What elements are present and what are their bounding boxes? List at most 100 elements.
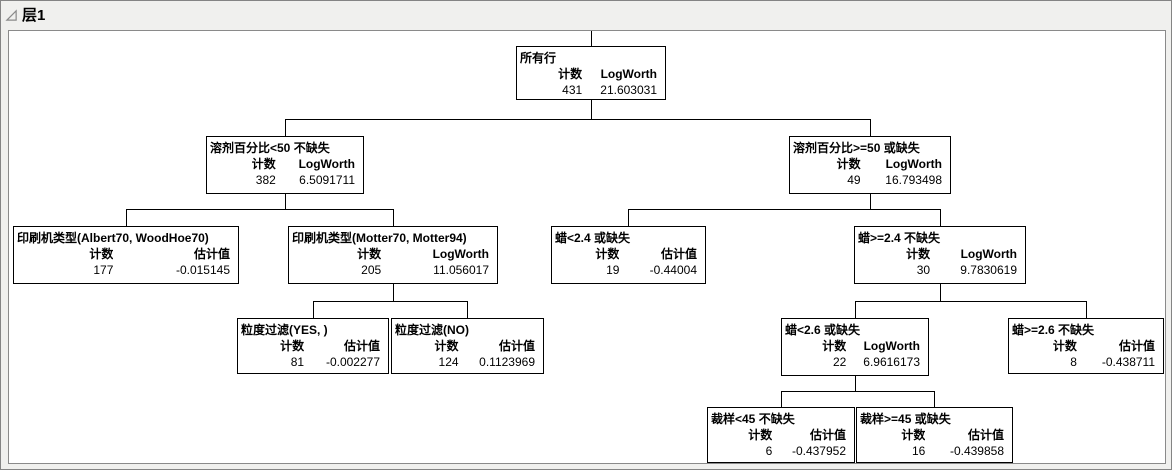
tree-node-grain-yes[interactable]: 粒度过滤(YES, ) 计数 估计值 81 -0.002277 — [237, 318, 389, 374]
count-value: 8 — [1070, 355, 1077, 369]
panel-header: 层1 — [2, 2, 1170, 28]
tree-connector — [393, 209, 394, 226]
tree-node-grain-no[interactable]: 粒度过滤(NO) 计数 估计值 124 0.1123969 — [391, 318, 544, 374]
tree-connector — [628, 209, 941, 210]
tree-node-cut-ge45[interactable]: 裁样>=45 或缺失 计数 估计值 16 -0.439858 — [856, 407, 1013, 463]
count-header: 计数 — [89, 247, 114, 261]
node-header-row: 计数 估计值 — [857, 427, 1012, 443]
node-label: 粒度过滤(NO) — [395, 323, 469, 337]
stat-header: LogWorth — [432, 247, 489, 261]
node-value-row: 8 -0.438711 — [1009, 354, 1163, 370]
count-value: 124 — [438, 355, 459, 369]
count-value: 177 — [93, 263, 114, 277]
count-value: 19 — [606, 263, 620, 277]
tree-connector — [467, 301, 468, 318]
tree-connector — [934, 391, 935, 407]
stat-header: LogWorth — [298, 157, 355, 171]
stat-header: 估计值 — [967, 428, 1004, 442]
node-value-row: 22 6.9616173 — [782, 354, 928, 370]
tree-node-wax-ge24[interactable]: 蜡>=2.4 不缺失 计数 LogWorth 30 9.7830619 — [854, 226, 1026, 284]
tree-node-all-rows[interactable]: 所有行 计数 LogWorth 431 21.603031 — [516, 46, 666, 100]
node-header-row: 计数 估计值 — [552, 246, 705, 262]
tree-connector — [1086, 301, 1087, 318]
tree-connector — [313, 301, 468, 302]
count-header: 计数 — [251, 157, 276, 171]
tree-node-press-albert-woodhoe[interactable]: 印刷机类型(Albert70, WoodHoe70) 计数 估计值 177 -0… — [13, 226, 239, 284]
stat-value: 21.603031 — [600, 83, 657, 97]
tree-node-press-motter[interactable]: 印刷机类型(Motter70, Motter94) 计数 LogWorth 20… — [288, 226, 498, 284]
stat-value: -0.439858 — [949, 444, 1004, 458]
tree-node-solvent-lt50[interactable]: 溶剂百分比<50 不缺失 计数 LogWorth 382 6.5091711 — [206, 136, 364, 194]
node-label: 裁样>=45 或缺失 — [860, 412, 951, 426]
stat-value: 0.1123969 — [479, 355, 535, 369]
node-header-row: 计数 LogWorth — [289, 246, 497, 262]
tree-connector — [313, 301, 314, 318]
tree-connector — [126, 209, 394, 210]
tree-connector — [870, 194, 871, 209]
tree-node-solvent-ge50[interactable]: 溶剂百分比>=50 或缺失 计数 LogWorth 49 16.793498 — [789, 136, 951, 194]
stat-header: LogWorth — [600, 67, 657, 81]
count-header: 计数 — [906, 247, 931, 261]
node-header-row: 计数 LogWorth — [207, 156, 363, 172]
count-value: 81 — [290, 355, 305, 369]
count-header: 计数 — [558, 67, 583, 81]
node-value-row: 382 6.5091711 — [207, 172, 363, 188]
stat-header: 估计值 — [809, 428, 846, 442]
count-header: 计数 — [434, 339, 459, 353]
tree-connector — [285, 194, 286, 209]
node-value-row: 49 16.793498 — [790, 172, 950, 188]
tree-node-wax-ge26[interactable]: 蜡>=2.6 不缺失 计数 估计值 8 -0.438711 — [1008, 318, 1164, 374]
node-label: 蜡<2.6 或缺失 — [785, 323, 861, 337]
tree-connector — [940, 284, 941, 301]
stat-header: LogWorth — [885, 157, 942, 171]
tree-connector — [855, 376, 856, 391]
tree-connector — [781, 391, 935, 392]
tree-node-wax-lt24[interactable]: 蜡<2.4 或缺失 计数 估计值 19 -0.44004 — [551, 226, 706, 284]
stat-header: 估计值 — [498, 339, 535, 353]
tree-node-wax-lt26[interactable]: 蜡<2.6 或缺失 计数 LogWorth 22 6.9616173 — [781, 318, 929, 376]
count-value: 16 — [911, 444, 926, 458]
tree-connector — [781, 391, 782, 407]
count-header: 计数 — [357, 247, 382, 261]
count-value: 205 — [361, 263, 382, 277]
stat-header: 估计值 — [343, 339, 380, 353]
node-label: 蜡<2.4 或缺失 — [555, 231, 631, 245]
node-header-row: 计数 估计值 — [1009, 338, 1163, 354]
node-value-row: 30 9.7830619 — [855, 262, 1025, 278]
stat-header: LogWorth — [863, 339, 920, 353]
count-value: 6 — [765, 444, 773, 458]
stat-value: 9.7830619 — [960, 263, 1017, 277]
tree-connector — [126, 209, 127, 226]
tree-node-cut-lt45[interactable]: 裁样<45 不缺失 计数 估计值 6 -0.437952 — [707, 407, 855, 463]
stat-value: 6.5091711 — [299, 173, 355, 187]
node-label: 溶剂百分比<50 不缺失 — [210, 141, 330, 155]
node-value-row: 81 -0.002277 — [238, 354, 388, 370]
stat-value: 16.793498 — [885, 173, 942, 187]
tree-connector — [285, 119, 286, 136]
tree-connector — [628, 209, 629, 226]
stat-value: -0.015145 — [175, 263, 230, 277]
tree-connector — [393, 284, 394, 301]
stat-value: -0.438711 — [1101, 355, 1155, 369]
stat-value: 11.056017 — [433, 263, 489, 277]
tree-connector — [591, 31, 592, 46]
tree-connector — [855, 301, 1087, 302]
count-header: 计数 — [1052, 339, 1077, 353]
stat-value: -0.44004 — [649, 263, 697, 277]
node-label: 蜡>=2.4 不缺失 — [858, 231, 941, 245]
count-header: 计数 — [280, 339, 305, 353]
tree-connector — [285, 119, 871, 120]
node-label: 印刷机类型(Albert70, WoodHoe70) — [17, 231, 209, 245]
node-header-row: 计数 LogWorth — [517, 66, 665, 82]
disclosure-triangle-icon[interactable] — [5, 8, 18, 22]
node-label: 粒度过滤(YES, ) — [241, 323, 328, 337]
count-value: 431 — [562, 83, 583, 97]
node-header-row: 计数 估计值 — [392, 338, 543, 354]
node-header-row: 计数 LogWorth — [782, 338, 928, 354]
stat-value: -0.002277 — [325, 355, 380, 369]
panel-title[interactable]: 层1 — [22, 6, 46, 24]
tree-connector — [940, 209, 941, 226]
node-label: 溶剂百分比>=50 或缺失 — [793, 141, 920, 155]
count-header: 计数 — [836, 157, 861, 171]
